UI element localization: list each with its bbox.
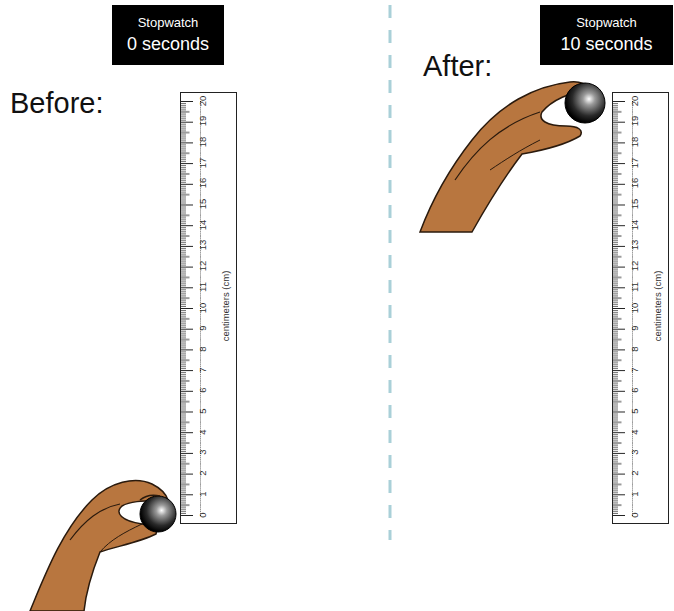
ruler: 01234567891011121314151617181920centimet… [180,92,237,524]
ruler-number: 17 [198,157,208,168]
hand-crease [455,112,540,180]
ruler-number: 4 [630,429,640,434]
ruler-number: 11 [630,282,640,292]
ruler-number: 2 [198,470,208,475]
ruler-number: 1 [198,491,208,496]
ruler-number: 9 [630,326,640,331]
ruler-number: 5 [630,408,640,413]
stopwatch-time: 10 seconds [560,32,652,56]
ruler-number: 15 [630,199,640,210]
ruler-number: 14 [198,219,208,230]
ruler-number: 12 [198,261,208,272]
ruler-ticks [180,92,237,524]
hand-crease [70,504,120,540]
ruler-number: 6 [198,388,208,393]
ruler-number: 6 [630,388,640,393]
ball [565,83,605,123]
ruler-number: 16 [198,178,208,189]
ruler-number: 9 [198,326,208,331]
hand [420,82,590,232]
panel-label: Before: [10,87,104,119]
ruler-unit: centimeters (cm) [221,271,231,342]
ruler-number: 3 [198,450,208,455]
stopwatch-title: Stopwatch [138,14,199,32]
stopwatch-display: Stopwatch0 seconds [112,5,224,65]
ruler-number: 19 [198,116,208,127]
ruler-number: 19 [630,116,640,127]
ruler-number: 5 [198,408,208,413]
ruler-number: 8 [198,346,208,351]
ruler-number: 10 [630,302,640,313]
ruler-number: 8 [630,346,640,351]
ruler-number: 14 [630,219,640,230]
ruler-unit: centimeters (cm) [653,271,663,342]
ruler-number: 18 [198,137,208,148]
ruler-number: 18 [630,137,640,148]
ruler-number: 20 [630,95,640,106]
ruler-number: 13 [198,240,208,251]
ruler-ticks [612,92,669,524]
divider-line [389,5,392,540]
thumb-tip [140,495,160,500]
ruler-number: 20 [198,95,208,106]
ruler-number: 3 [630,450,640,455]
ruler-number: 12 [630,261,640,272]
ruler: 01234567891011121314151617181920centimet… [612,92,669,524]
ruler-number: 1 [630,491,640,496]
ruler-number: 17 [630,157,640,168]
stopwatch-display: Stopwatch10 seconds [540,5,673,65]
ruler-number: 11 [198,282,208,292]
ruler-number: 4 [198,429,208,434]
ruler-number: 15 [198,199,208,210]
ruler-number: 0 [630,512,640,517]
panel-label: After: [423,50,492,82]
hand-crease [100,524,142,552]
stopwatch-time: 0 seconds [127,32,209,56]
ruler-number: 0 [198,512,208,517]
stopwatch-title: Stopwatch [576,14,637,32]
ruler-number: 10 [198,302,208,313]
ruler-number: 7 [198,367,208,372]
ruler-number: 7 [630,367,640,372]
ruler-number: 16 [630,178,640,189]
hand-crease [490,140,540,170]
ruler-number: 2 [630,470,640,475]
ruler-number: 13 [630,240,640,251]
ball [140,496,176,532]
